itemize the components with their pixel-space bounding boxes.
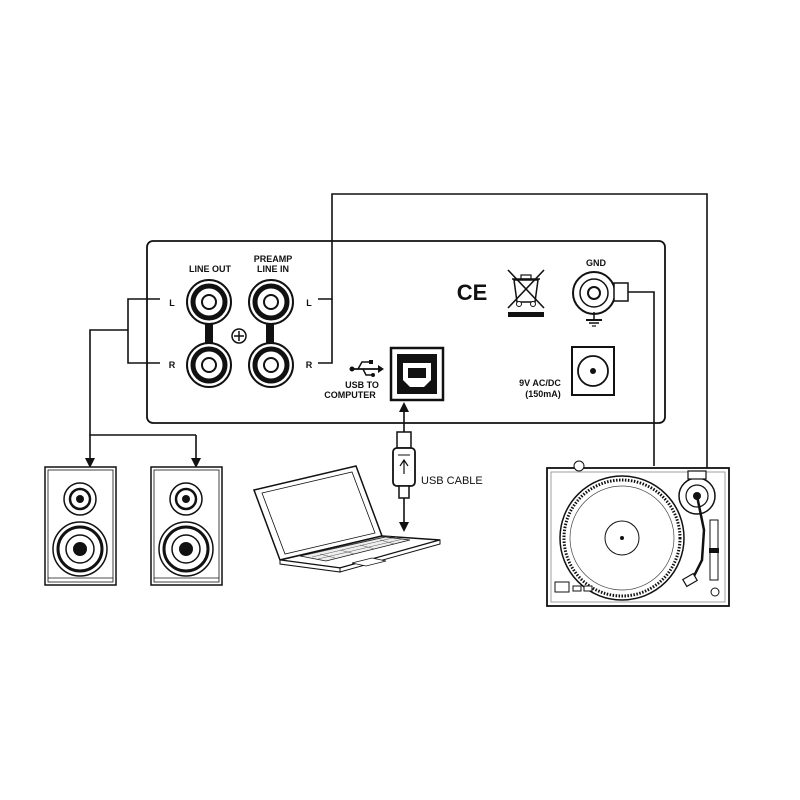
speaker-right xyxy=(150,466,223,586)
preamp-label: PREAMP xyxy=(254,254,293,264)
line-in-left-jack[interactable] xyxy=(248,279,294,325)
usb-cable-label: USB CABLE xyxy=(421,475,483,487)
speaker-left xyxy=(44,466,117,586)
power-spec-label: 9V AC/DC xyxy=(519,378,561,388)
chassis-screw-icon xyxy=(231,328,247,344)
preamp-line-in-jacks: PREAMP LINE IN L R xyxy=(248,254,313,388)
weee-bin-icon xyxy=(507,269,545,317)
line-out-right-jack[interactable] xyxy=(186,342,232,388)
ce-mark: CE xyxy=(457,280,488,305)
line-in-cable xyxy=(318,193,708,470)
usb-to-label: USB TO xyxy=(345,380,379,390)
power-current-label: (150mA) xyxy=(525,389,561,399)
ground-symbol-icon xyxy=(586,312,602,327)
gnd-terminal[interactable] xyxy=(572,271,629,315)
line-in-left-label: L xyxy=(306,298,312,308)
ground-cable xyxy=(628,291,655,466)
line-out-label: LINE OUT xyxy=(189,264,232,274)
turntable xyxy=(546,460,730,607)
line-out-left-jack[interactable] xyxy=(186,279,232,325)
gnd-label: GND xyxy=(586,258,607,268)
line-out-right-label: R xyxy=(169,360,176,370)
usb-port[interactable] xyxy=(389,346,445,402)
power-jack[interactable] xyxy=(571,346,615,396)
line-in-right-label: R xyxy=(306,360,313,370)
usb-cable: USB CABLE xyxy=(392,402,483,532)
line-in-right-jack[interactable] xyxy=(248,342,294,388)
computer-label: COMPUTER xyxy=(324,390,376,400)
laptop xyxy=(253,465,441,573)
line-in-label: LINE IN xyxy=(257,264,289,274)
line-out-cable xyxy=(85,298,201,468)
line-out-jacks: LINE OUT L R xyxy=(169,264,232,388)
line-out-left-label: L xyxy=(169,298,175,308)
usb-plug-icon xyxy=(392,431,416,499)
usb-symbol-icon xyxy=(349,360,384,377)
